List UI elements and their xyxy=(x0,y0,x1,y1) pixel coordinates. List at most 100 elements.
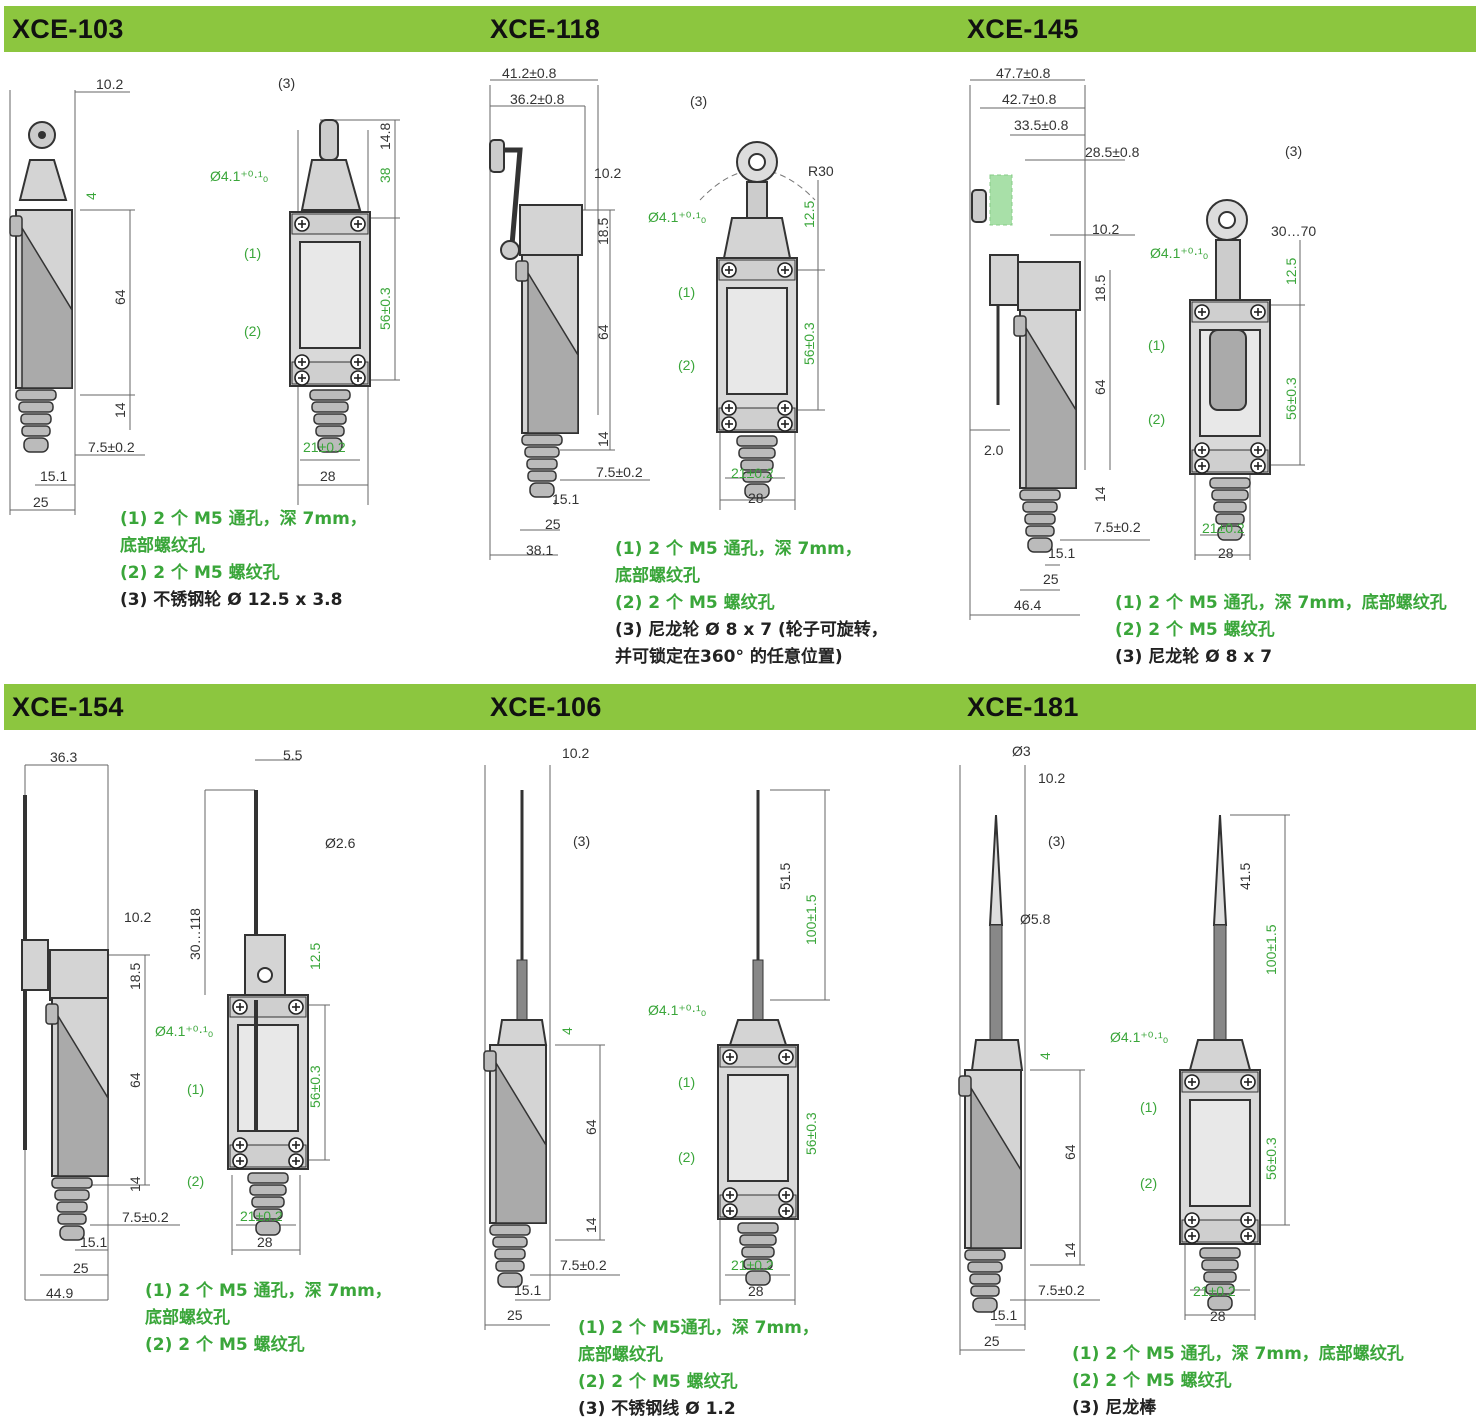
note-line: (3) 尼龙轮 Ø 8 x 7 (轮子可旋转， xyxy=(615,620,888,640)
note-line: (2) 2 个 M5 螺纹孔 xyxy=(615,593,775,613)
drawing-xce-181-side xyxy=(958,814,1024,1313)
model-title-xce-181: XCE-181 xyxy=(967,692,1079,722)
callout-label: (1) xyxy=(187,1081,204,1097)
dim-label: 10.2 xyxy=(562,745,589,761)
dim-label: 42.7±0.8 xyxy=(1002,91,1057,107)
dim-label: 64 xyxy=(112,289,128,305)
note-line: (1) 2 个 M5 通孔，深 7mm， xyxy=(615,539,862,559)
radius-label: R30 xyxy=(808,163,834,179)
dim-label: 64 xyxy=(1092,379,1108,395)
dim-label: 15.1 xyxy=(552,491,579,507)
dim-label: 41.2±0.8 xyxy=(502,65,557,81)
dim-label: 36.3 xyxy=(50,749,77,765)
dim-label: 100±1.5 xyxy=(1263,924,1279,975)
dim-label: 21±0.2 xyxy=(303,439,346,455)
hole-label: Ø4.1⁺⁰·¹₀ xyxy=(155,1023,214,1039)
drawing-xce-154-side xyxy=(21,795,109,1241)
dim-label: 7.5±0.2 xyxy=(1038,1282,1085,1298)
dim-label: Ø2.6 xyxy=(325,835,356,851)
callout-label: (1) xyxy=(1148,337,1165,353)
callout-label: (3) xyxy=(1285,143,1302,159)
note-line: (3) 尼龙轮 Ø 8 x 7 xyxy=(1115,647,1273,667)
dim-label: 100±1.5 xyxy=(803,894,819,945)
dim-label: 12.5 xyxy=(801,201,817,228)
dim-label: 64 xyxy=(595,324,611,340)
dim-label: 7.5±0.2 xyxy=(88,439,135,455)
dim-label: 14 xyxy=(595,431,611,447)
dim-label: 28 xyxy=(748,490,764,506)
dim-label: 51.5 xyxy=(777,863,793,890)
callout-label: (3) xyxy=(690,93,707,109)
callout-label: (2) xyxy=(1148,411,1165,427)
dim-label: 46.4 xyxy=(1014,597,1041,613)
dim-label: 10.2 xyxy=(1092,221,1119,237)
dim-label: 15.1 xyxy=(80,1234,107,1250)
dim-label: 4 xyxy=(83,192,99,200)
model-title-xce-118: XCE-118 xyxy=(490,14,601,44)
callout-label: (2) xyxy=(244,323,261,339)
hole-label: Ø4.1⁺⁰·¹₀ xyxy=(648,1002,707,1018)
dim-label: 18.5 xyxy=(127,963,143,990)
dim-label: 10.2 xyxy=(1038,770,1065,786)
dim-label: 14.8 xyxy=(377,123,393,150)
dim-label: 25 xyxy=(33,494,49,510)
dim-label: 25 xyxy=(984,1333,1000,1349)
note-line: (2) 2 个 M5 螺纹孔 xyxy=(578,1372,738,1392)
note-line: (2) 2 个 M5 螺纹孔 xyxy=(145,1335,305,1355)
note-line: 底部螺纹孔 xyxy=(145,1308,230,1328)
dim-label: 56±0.3 xyxy=(1283,377,1299,420)
hole-label: Ø4.1⁺⁰·¹₀ xyxy=(210,168,269,184)
dim-label: 25 xyxy=(1043,571,1059,587)
note-line: (1) 2 个 M5 通孔，深 7mm，底部螺纹孔 xyxy=(1072,1344,1404,1364)
dim-label: 15.1 xyxy=(990,1307,1017,1323)
dim-label: 25 xyxy=(545,516,561,532)
dim-label: 44.9 xyxy=(46,1285,73,1301)
model-title-xce-103: XCE-103 xyxy=(12,14,124,44)
notes-xce-118: (1) 2 个 M5 通孔，深 7mm， 底部螺纹孔 (2) 2 个 M5 螺纹… xyxy=(615,536,888,671)
notes-xce-103: (1) 2 个 M5 通孔，深 7mm， 底部螺纹孔 (2) 2 个 M5 螺纹… xyxy=(120,506,367,614)
header-band-top xyxy=(4,6,1476,52)
drawing-xce-145-front xyxy=(1190,199,1270,540)
callout-label: (3) xyxy=(573,833,590,849)
dim-label: 38.1 xyxy=(526,542,553,558)
note-line: (3) 不锈钢线 Ø 1.2 xyxy=(578,1399,736,1419)
notes-xce-154: (1) 2 个 M5 通孔，深 7mm， 底部螺纹孔 (2) 2 个 M5 螺纹… xyxy=(145,1278,392,1359)
callout-label: (2) xyxy=(678,357,695,373)
dim-label: 56±0.3 xyxy=(377,287,393,330)
dim-label: 4 xyxy=(1037,1052,1053,1060)
dim-label: 28 xyxy=(1218,545,1234,561)
callout-label: (2) xyxy=(1140,1175,1157,1191)
model-title-xce-154: XCE-154 xyxy=(12,692,124,722)
dim-label: 14 xyxy=(127,1176,143,1192)
drawing-xce-181-front xyxy=(1180,814,1260,1310)
dim-label: 5.5 xyxy=(283,747,303,763)
dim-label: 21±0.2 xyxy=(240,1208,283,1224)
dim-label: Ø3 xyxy=(1012,743,1031,759)
dim-label: 18.5 xyxy=(595,218,611,245)
dim-label: 2.0 xyxy=(984,442,1004,458)
note-line: 底部螺纹孔 xyxy=(578,1345,663,1365)
header-band-bottom xyxy=(4,684,1476,730)
drawing-xce-103-front xyxy=(290,119,370,452)
note-line: (2) 2 个 M5 螺纹孔 xyxy=(120,563,280,583)
hole-label: Ø4.1⁺⁰·¹₀ xyxy=(648,209,707,225)
dim-label: 10.2 xyxy=(124,909,151,925)
dim-label: 64 xyxy=(127,1072,143,1088)
dim-label: 28.5±0.8 xyxy=(1085,144,1140,160)
dim-label: 10.2 xyxy=(594,165,621,181)
callout-label: (1) xyxy=(678,284,695,300)
callout-label: (2) xyxy=(678,1149,695,1165)
dim-label: 28 xyxy=(748,1283,764,1299)
dim-label: 12.5 xyxy=(307,943,323,970)
notes-xce-145: (1) 2 个 M5 通孔，深 7mm，底部螺纹孔 (2) 2 个 M5 螺纹孔… xyxy=(1115,590,1447,671)
dim-label: 25 xyxy=(73,1260,89,1276)
dim-label: 7.5±0.2 xyxy=(596,464,643,480)
dim-label: 12.5 xyxy=(1283,258,1299,285)
note-line: 底部螺纹孔 xyxy=(615,566,700,586)
dim-label: 21±0.2 xyxy=(1193,1283,1236,1299)
callout-label: (3) xyxy=(1048,833,1065,849)
dim-label: 38 xyxy=(377,167,393,183)
dimension-lines xyxy=(9,79,1305,1355)
callout-label: (1) xyxy=(678,1074,695,1090)
